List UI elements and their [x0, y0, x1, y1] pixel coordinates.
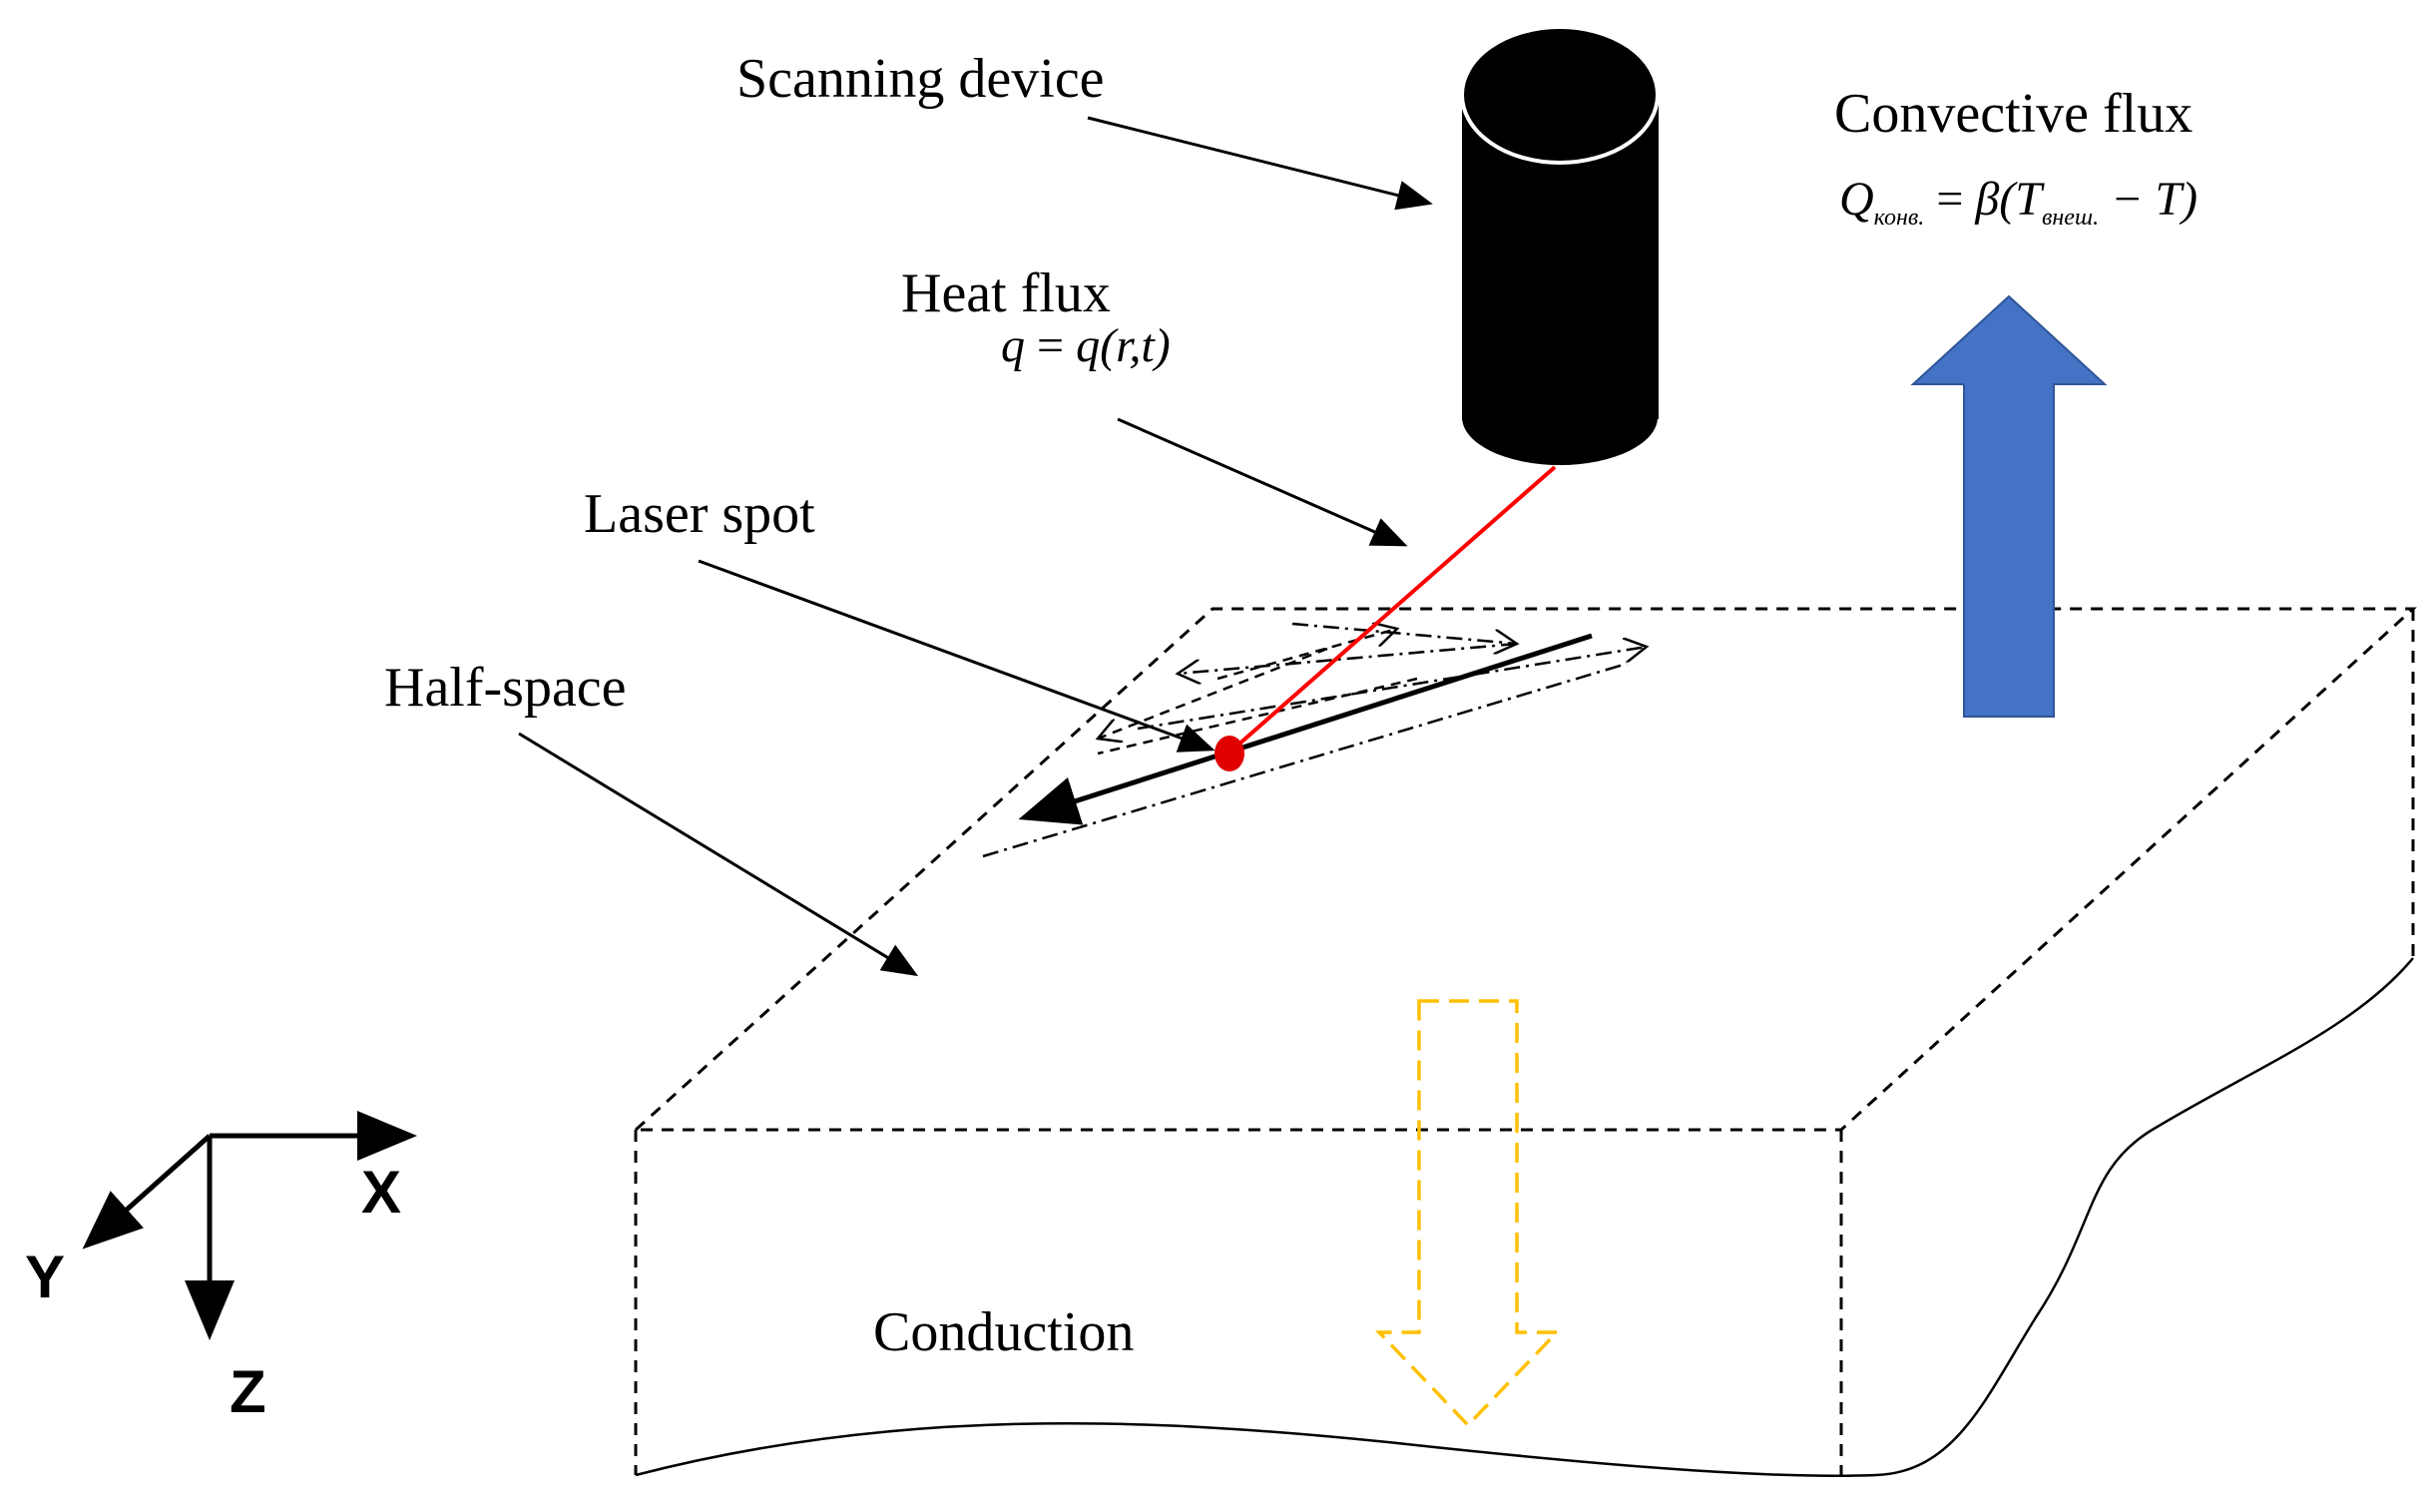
conduction-arrow — [1374, 999, 1562, 1428]
z-axis-label: Z — [230, 1358, 266, 1425]
bottom-wavy-edge — [635, 957, 2414, 1478]
scanning-device-leader — [1087, 116, 1433, 211]
conv-eq-Q: Q — [1839, 173, 1874, 226]
top-face-outline — [634, 607, 2417, 1132]
scan-path-dashdot-1 — [982, 662, 1628, 858]
heat-flux-leader — [1117, 417, 1408, 547]
scan-path-dashdot-4 — [1137, 647, 1647, 731]
conv-eq-T-sub: внеш. — [2042, 205, 2099, 231]
laser-spot-leader — [698, 559, 1216, 753]
conv-eq-beta: β(T — [1974, 173, 2045, 226]
scan-path-dashed-2 — [1098, 647, 1328, 739]
heat-flux-eq-sign: = — [1025, 319, 1076, 372]
heat-flux-eq-lhs: q — [1001, 319, 1025, 372]
label-scanning-device: Scanning device — [736, 48, 1105, 110]
label-conduction: Conduction — [873, 1301, 1134, 1363]
scan-path-dashdot-2 — [1291, 622, 1517, 644]
half-space-block — [634, 607, 2417, 1478]
heat-flux-equation: q = q(r,t) — [1001, 319, 1171, 372]
y-axis-label: Y — [25, 1244, 65, 1310]
label-laser-spot: Laser spot — [584, 483, 815, 545]
scan-paths — [982, 622, 1647, 858]
scan-path-dashed-3 — [1097, 677, 1418, 756]
convective-flux-arrow — [1910, 294, 2108, 718]
x-axis-label: X — [361, 1159, 401, 1226]
scanning-device-cylinder — [1460, 25, 1660, 465]
heat-flux-eq-rhs: q(r,t) — [1076, 319, 1171, 372]
scan-path-current — [1018, 633, 1593, 825]
laser-beam — [1227, 465, 1557, 755]
label-half-space: Half-space — [384, 657, 627, 719]
label-heat-flux: Heat flux — [901, 262, 1111, 324]
cylinder-bottom — [1462, 369, 1658, 465]
y-axis-line — [82, 1134, 212, 1250]
laser-spot-dot — [1215, 736, 1244, 771]
conv-eq-Q-sub: конв. — [1874, 205, 1925, 231]
leader-arrows — [518, 116, 1433, 977]
scan-path-dashdot-3 — [1178, 642, 1518, 674]
conv-eq-sign: = — [1924, 173, 1975, 226]
convective-flux-equation: Qконв. = β(Tвнеш. − T) — [1839, 173, 2197, 231]
scan-path-dashed-1 — [1217, 629, 1397, 681]
conv-eq-tail: − T) — [2099, 173, 2197, 226]
coordinate-axes — [82, 1111, 417, 1340]
half-space-leader — [518, 732, 919, 977]
cylinder-top — [1460, 25, 1660, 165]
label-convective-flux: Convective flux — [1834, 83, 2192, 145]
